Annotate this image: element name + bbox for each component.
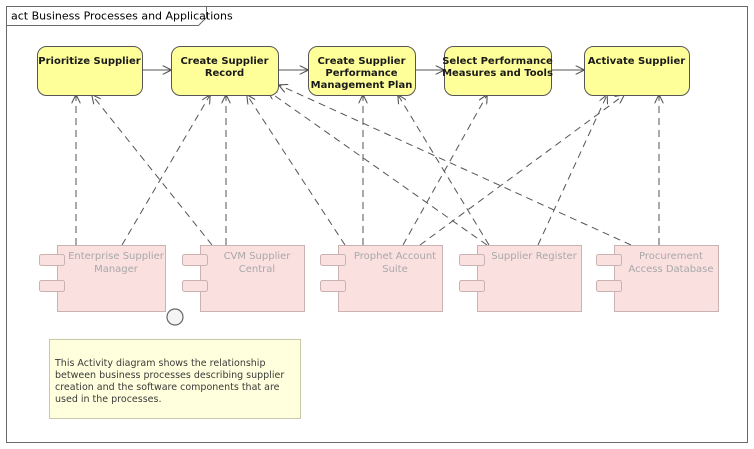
component-port-icon — [39, 254, 65, 266]
component-box — [200, 245, 305, 312]
activity-label: Performance — [325, 68, 397, 79]
dependency-c4-to-a2[interactable] — [268, 91, 488, 246]
component-port-icon — [459, 280, 485, 292]
component-port-icon — [182, 280, 208, 292]
component-box — [57, 245, 166, 312]
note-text: This Activity diagram shows the relation… — [54, 358, 284, 405]
component-label: Central — [239, 264, 275, 275]
frame-title: act Business Processes and Applications — [11, 10, 233, 23]
dependency-c3-to-a2[interactable] — [247, 95, 346, 246]
dependency-c1-to-a2[interactable] — [121, 95, 210, 246]
note-connector-icon — [166, 308, 184, 326]
note-line: between business processes describing su… — [55, 370, 284, 381]
component-box — [477, 245, 582, 312]
component-port-icon — [320, 280, 346, 292]
activity-a5[interactable]: Activate Supplier — [584, 46, 690, 96]
edges-layer — [76, 70, 659, 246]
activity-label: Record — [205, 68, 244, 79]
activity-label: Select Performance — [442, 56, 553, 67]
component-box — [614, 245, 719, 312]
activity-label: Prioritize Supplier — [38, 56, 140, 67]
component-label: Procurement — [639, 251, 703, 262]
dependency-c5-to-a2[interactable] — [279, 85, 632, 246]
activity-label: Measures and Tools — [442, 68, 553, 79]
activity-box — [171, 46, 279, 96]
component-label: Enterprise Supplier — [68, 251, 165, 262]
activity-label: Create Supplier — [317, 56, 405, 67]
activity-a1[interactable]: Prioritize Supplier — [37, 46, 143, 96]
component-label: Access Database — [628, 264, 713, 275]
component-label: Prophet Account — [354, 251, 436, 262]
component-port-icon — [320, 254, 346, 266]
frame-title-tab — [6, 6, 207, 26]
activity-box — [584, 46, 690, 96]
diagram-note[interactable]: This Activity diagram shows the relation… — [49, 308, 301, 419]
component-c4[interactable]: Supplier Register — [459, 245, 582, 312]
dependency-c2-to-a1[interactable] — [92, 95, 213, 246]
dependency-c3-to-a4[interactable] — [402, 95, 487, 246]
note-line: creation and the software components tha… — [55, 382, 280, 393]
component-box — [338, 245, 443, 312]
component-port-icon — [459, 254, 485, 266]
note-box — [49, 339, 301, 419]
activity-box — [308, 46, 416, 96]
component-port-icon — [39, 280, 65, 292]
activity-box — [37, 46, 143, 96]
note-line: This Activity diagram shows the relation… — [54, 358, 265, 369]
component-label: Suite — [382, 264, 408, 275]
activity-label: Management Plan — [311, 80, 413, 91]
activity-box — [444, 46, 552, 96]
dependency-c4-to-a4[interactable] — [398, 95, 490, 246]
component-port-icon — [182, 254, 208, 266]
component-label: CVM Supplier — [224, 251, 292, 262]
activity-label: Create Supplier — [180, 56, 268, 67]
note-line: used in the processes. — [55, 394, 161, 405]
component-port-icon — [596, 280, 622, 292]
component-label: Manager — [94, 264, 139, 275]
component-label: Supplier Register — [491, 251, 577, 262]
dependency-c4-to-a5[interactable] — [537, 95, 607, 246]
dependency-c3-to-a5[interactable] — [419, 95, 624, 246]
component-port-icon — [596, 254, 622, 266]
activity-label: Activate Supplier — [588, 56, 685, 67]
